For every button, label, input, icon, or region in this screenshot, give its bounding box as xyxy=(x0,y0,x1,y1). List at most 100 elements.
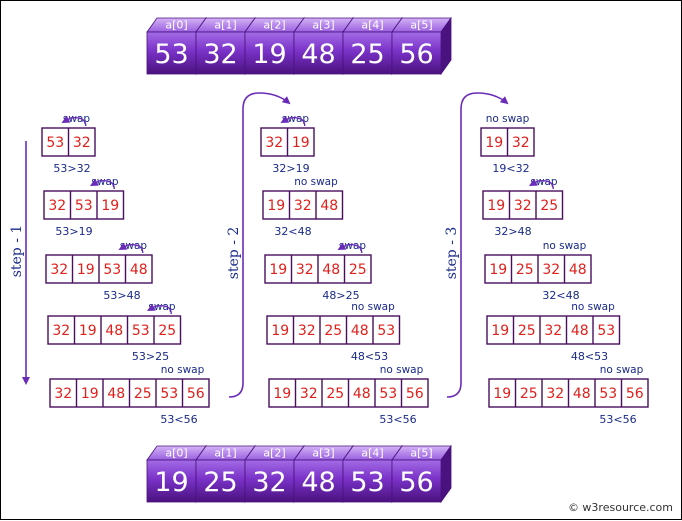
index-label: a[2] xyxy=(263,447,285,460)
cell-value: 48 xyxy=(353,386,371,402)
cell-value: 32 xyxy=(298,323,316,339)
comparison-label: 19<32 xyxy=(492,162,529,175)
comparison-label: 53<56 xyxy=(599,413,636,426)
cell-value: 25 xyxy=(326,386,344,402)
watermark: © w3resource.com xyxy=(568,501,673,514)
cell-value: 25 xyxy=(518,323,536,339)
cube-front-face xyxy=(293,459,344,503)
cell-value: 53 xyxy=(132,323,150,339)
swap-arrow xyxy=(280,115,306,127)
cell-value: 48 xyxy=(569,262,587,278)
swap-status: no swap xyxy=(380,364,424,376)
cell-value: 48 xyxy=(351,323,369,339)
cell-value: 32 xyxy=(294,198,312,214)
cell-value: 19 xyxy=(267,198,285,214)
step-1-label: step - 1 xyxy=(9,225,25,278)
array-cube: a[3]48 xyxy=(293,444,354,504)
swap-status: swap xyxy=(63,113,90,125)
cell-value: 19 xyxy=(493,386,511,402)
cell-value: 56 xyxy=(187,386,205,402)
cell-value: 32 xyxy=(52,323,70,339)
swap-status: swap xyxy=(282,113,309,125)
swap-status: swap xyxy=(148,301,175,313)
cell-value: 32 xyxy=(300,386,318,402)
cell-value: 48 xyxy=(105,323,123,339)
cube-value: 56 xyxy=(399,467,433,498)
cell-value: 19 xyxy=(101,198,119,214)
cell-value: 19 xyxy=(271,323,289,339)
index-label: a[5] xyxy=(410,19,432,32)
swap-status: swap xyxy=(91,176,118,188)
cube-value: 53 xyxy=(154,39,188,70)
cube-value: 32 xyxy=(252,467,286,498)
comparison-label: 48<53 xyxy=(351,350,388,363)
swap-status: no swap xyxy=(571,301,615,313)
cell-value: 19 xyxy=(79,323,97,339)
cube-value: 56 xyxy=(399,39,433,70)
comparison-label: 32>19 xyxy=(272,162,309,175)
cell-value: 19 xyxy=(487,198,505,214)
cell-value: 53 xyxy=(597,323,615,339)
row-frame xyxy=(486,315,621,345)
row-frame xyxy=(482,190,564,220)
cell-value: 53 xyxy=(379,386,397,402)
cell-value: 32 xyxy=(296,262,314,278)
index-label: a[3] xyxy=(312,19,334,32)
array-cube: a[5] 56 xyxy=(391,16,452,76)
swap-status: no swap xyxy=(351,301,395,313)
swap-arrow xyxy=(337,242,363,254)
array-cube: a[2]19 xyxy=(244,16,305,76)
cell-value: 48 xyxy=(571,323,589,339)
index-label: a[1] xyxy=(214,19,236,32)
index-label: a[5] xyxy=(410,447,432,460)
cube-front-face xyxy=(391,459,442,503)
cube-value: 25 xyxy=(203,467,237,498)
cube-value: 48 xyxy=(301,39,335,70)
cell-value: 19 xyxy=(81,386,99,402)
step2-to-step3-connector xyxy=(446,92,509,398)
row-frame xyxy=(266,315,401,345)
index-label: a[1] xyxy=(214,447,236,460)
cell-value: 19 xyxy=(269,262,287,278)
step-3-label: step - 3 xyxy=(444,227,460,280)
cell-value: 32 xyxy=(514,198,532,214)
comparison-label: 53<56 xyxy=(379,413,416,426)
comparison-label: 48<53 xyxy=(571,350,608,363)
cell-value: 53 xyxy=(103,262,121,278)
array-cube: a[1] 25 xyxy=(195,444,256,504)
cell-value: 32 xyxy=(512,135,530,151)
cube-value: 19 xyxy=(154,467,188,498)
comparison-label: 53>32 xyxy=(53,162,90,175)
cell-value: 19 xyxy=(273,386,291,402)
array-cube: a[2] 32 xyxy=(244,444,305,504)
cell-value: 32 xyxy=(544,323,562,339)
comparison-label: 53<56 xyxy=(160,413,197,426)
cell-value: 56 xyxy=(626,386,644,402)
cube-front-face xyxy=(293,31,344,75)
cube-front-face xyxy=(244,31,295,75)
comparison-label: 32<48 xyxy=(542,289,579,302)
swap-status: no swap xyxy=(600,364,644,376)
swap-arrow xyxy=(528,178,554,190)
array-cube: a[5] 56 xyxy=(391,444,452,504)
swap-arrow xyxy=(61,115,87,127)
cell-value: 19 xyxy=(491,323,509,339)
comparison-label: 53>19 xyxy=(55,225,92,238)
comparison-label: 53>48 xyxy=(103,289,140,302)
cube-value: 48 xyxy=(301,467,335,498)
cell-value: 25 xyxy=(516,262,534,278)
swap-status: swap xyxy=(530,176,557,188)
swap-arrow xyxy=(89,178,115,190)
cube-front-face xyxy=(146,31,197,75)
cell-value: 25 xyxy=(349,262,367,278)
